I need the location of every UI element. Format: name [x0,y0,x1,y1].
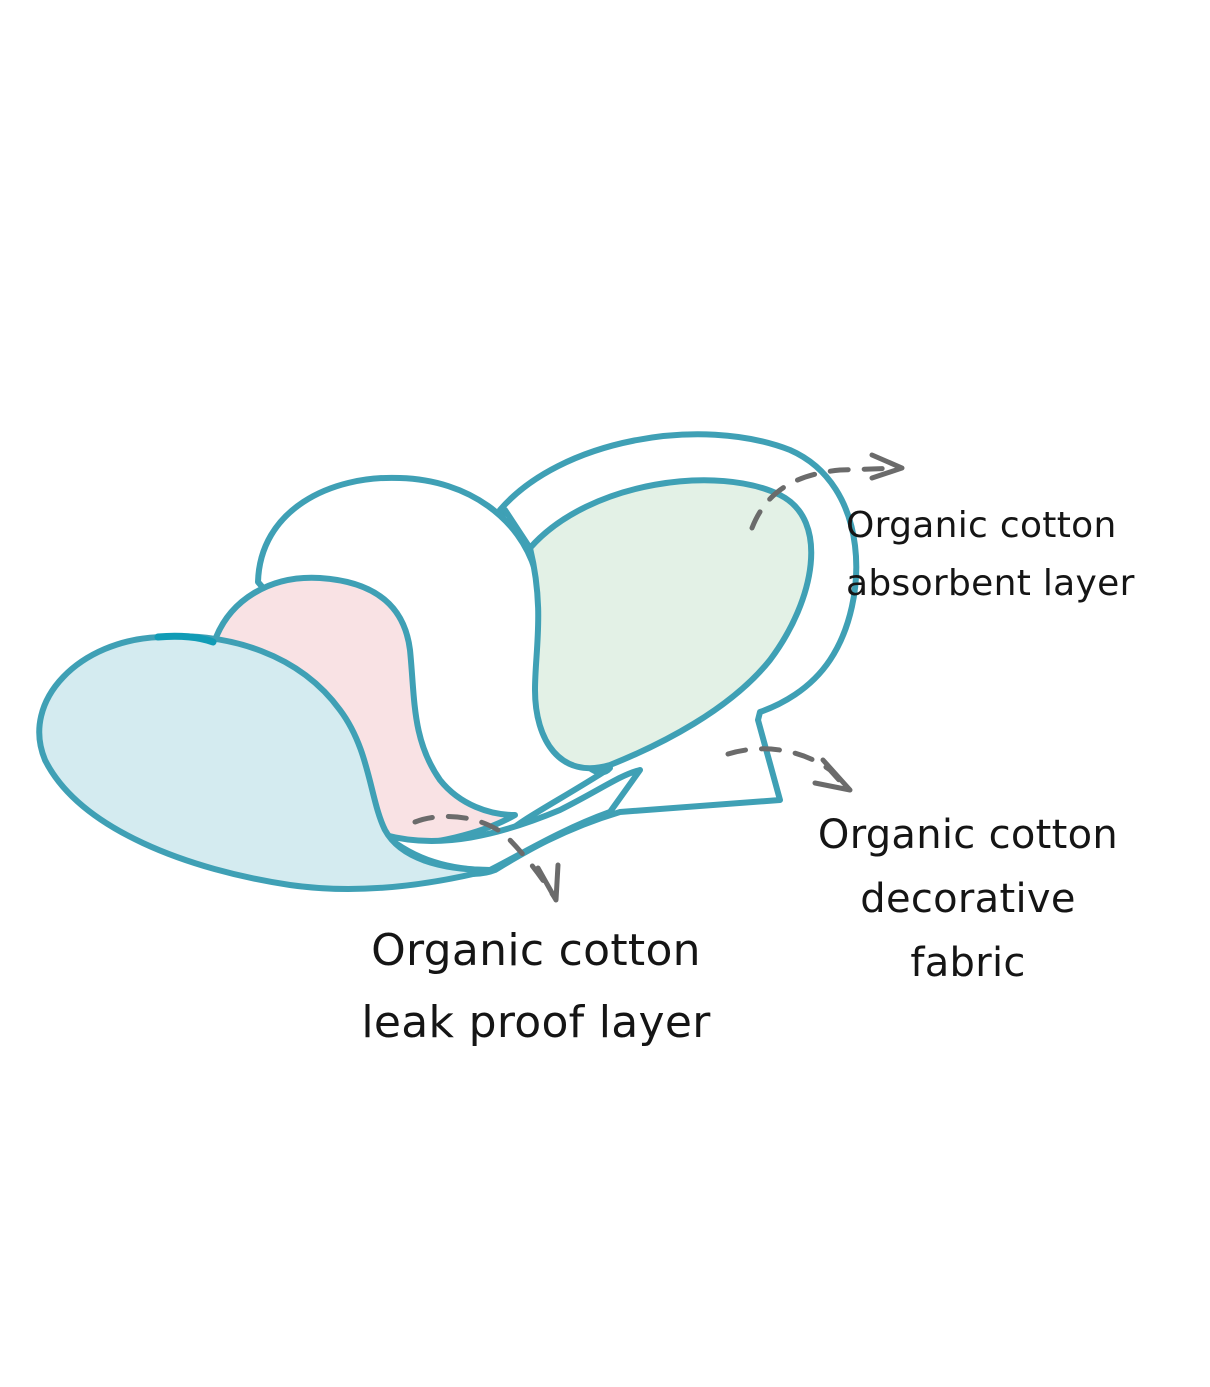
arrow-decorative-head [812,757,853,793]
label-decorative-fabric: Organic cotton decorative fabric [780,803,1156,995]
arrow-leakproof-head [535,862,561,903]
label-line: decorative [860,876,1076,922]
label-line: fabric [910,940,1026,986]
arrow-absorbent-dashed-line [749,465,903,531]
label-line: leak proof layer [361,997,711,1048]
arrow-absorbent-head [869,452,905,481]
wing-connector [502,507,533,551]
label-line: absorbent layer [846,563,1135,604]
label-line: Organic cotton [846,505,1117,546]
leak-proof-layer [36,633,493,893]
label-leak-proof-layer: Organic cotton leak proof layer [320,915,752,1059]
label-line: Organic cotton [371,925,701,976]
label-line: Organic cotton [817,812,1119,858]
absorbent-layer [527,477,815,772]
label-absorbent-layer: Organic cotton absorbent layer [846,497,1176,613]
leak-proof-accent [154,632,217,646]
